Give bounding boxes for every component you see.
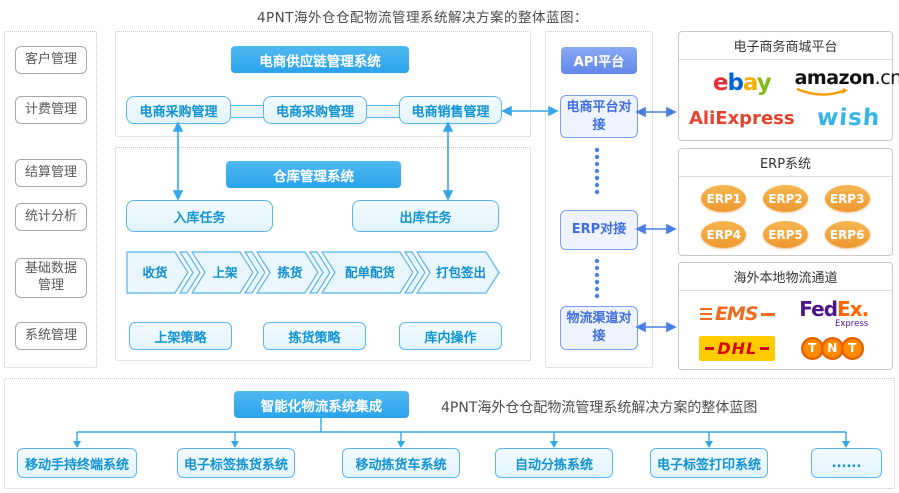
erp-node-4: ERP4 xyxy=(701,221,747,248)
sidebar-group: 客户管理 计费管理 结算管理 统计分析 基础数据管理 系统管理 xyxy=(4,31,97,368)
dhl-logo: DHL xyxy=(699,335,776,361)
amazon-smile-icon xyxy=(796,88,848,96)
wms-flow-chevrons: 收货 上架 拣货 配单配货 打包签出 xyxy=(126,251,500,294)
sidebar-item-settlement-mgmt: 结算管理 xyxy=(15,159,87,187)
sidebar-item-base-data-mgmt: 基础数据管理 xyxy=(15,258,87,298)
api-node-erp: ERP对接 xyxy=(560,210,638,250)
ecommerce-panel: 电子商务商城平台 ebay amazon.cn AliExpress wish xyxy=(678,31,899,141)
logistics-panel-title: 海外本地物流通道 xyxy=(679,263,892,291)
erp-node-6: ERP6 xyxy=(824,221,870,248)
erp-grid: ERP1 ERP2 ERP3 ERP4 ERP5 ERP6 xyxy=(679,177,892,253)
erp-node-2: ERP2 xyxy=(762,185,808,212)
wms-header: 仓库管理系统 xyxy=(226,161,401,188)
fedex-fed: Fed xyxy=(799,297,838,322)
system-mobile-handheld: 移动手持终端系统 xyxy=(17,448,137,478)
ebay-letter: a xyxy=(742,70,758,96)
system-auto-sorting: 自动分拣系统 xyxy=(495,448,613,478)
ecommerce-logo-grid: ebay amazon.cn AliExpress wish xyxy=(679,60,899,138)
scm-module-purchase-2: 电商采购管理 xyxy=(263,96,367,124)
page-title: 4PNT海外仓仓配物流管理系统解决方案的整体蓝图： xyxy=(256,10,589,26)
system-etag-printing: 电子标签打印系统 xyxy=(650,448,768,478)
api-platform-header: API平台 xyxy=(561,47,637,74)
scm-header: 电商供应链管理系统 xyxy=(231,46,409,73)
ebay-logo: ebay xyxy=(712,70,772,96)
dhl-dash-icon xyxy=(705,346,715,350)
erp-panel-title: ERP系统 xyxy=(679,149,892,177)
sidebar-item-statistics: 统计分析 xyxy=(15,203,87,231)
ebay-letter: e xyxy=(712,70,729,96)
fedex-logo: FedEx. Express xyxy=(799,297,869,330)
flow-step-receive: 收货 xyxy=(142,265,168,280)
integration-header: 智能化物流系统集成 xyxy=(234,391,409,418)
wms-warehouse-operations: 库内操作 xyxy=(399,322,502,350)
aliexpress-logo: AliExpress xyxy=(689,107,795,129)
erp-node-5: ERP5 xyxy=(762,221,808,248)
sidebar-item-customer-mgmt: 客户管理 xyxy=(15,46,87,74)
fedex-express-label: Express xyxy=(835,319,869,330)
integration-group: 智能化物流系统集成 4PNT海外仓仓配物流管理系统解决方案的整体蓝图 移动手持终… xyxy=(4,378,895,489)
system-etag-picking: 电子标签拣货系统 xyxy=(177,448,295,478)
dhl-wordmark: DHL xyxy=(717,338,758,358)
amazon-wordmark: amazon xyxy=(794,67,876,89)
erp-panel: ERP系统 ERP1 ERP2 ERP3 ERP4 ERP5 ERP6 xyxy=(678,148,893,256)
scm-module-purchase-1: 电商采购管理 xyxy=(126,96,231,124)
system-more-ellipsis: ...... xyxy=(811,448,882,478)
integration-caption: 4PNT海外仓仓配物流管理系统解决方案的整体蓝图 xyxy=(441,400,758,416)
wms-strategy-picking: 拣货策略 xyxy=(263,322,366,350)
wms-inbound-task: 入库任务 xyxy=(126,200,273,232)
ems-stripes-icon xyxy=(699,308,712,321)
flow-step-pack: 打包签出 xyxy=(436,265,486,280)
amazon-tld: .cn xyxy=(874,67,899,89)
flow-step-shelve: 上架 xyxy=(212,265,238,280)
ems-wordmark: EMS xyxy=(714,303,759,326)
wish-logo: wish xyxy=(815,105,881,131)
amazon-logo: amazon.cn xyxy=(795,69,899,97)
api-node-logistics-channel: 物流渠道对接 xyxy=(560,306,638,350)
ems-dash-icon xyxy=(760,312,775,316)
sidebar-item-system-mgmt: 系统管理 xyxy=(15,322,87,350)
tnt-circle: T xyxy=(800,336,824,360)
scm-group: 电商供应链管理系统 电商采购管理 电商采购管理 电商销售管理 xyxy=(115,31,531,137)
ecommerce-panel-title: 电子商务商城平台 xyxy=(679,32,892,60)
erp-node-3: ERP3 xyxy=(824,185,870,212)
flow-step-pick: 拣货 xyxy=(277,265,303,280)
wms-strategy-shelving: 上架策略 xyxy=(129,322,232,350)
api-group: API平台 电商平台对接 ERP对接 物流渠道对接 xyxy=(545,31,653,368)
dhl-dash-icon xyxy=(760,346,770,350)
sidebar-item-billing-mgmt: 计费管理 xyxy=(15,96,87,124)
tnt-circle: N xyxy=(820,336,844,360)
ebay-letter: y xyxy=(756,70,772,96)
system-mobile-picking-cart: 移动拣货车系统 xyxy=(342,448,460,478)
ems-logo: EMS xyxy=(699,303,775,326)
flow-step-allocate: 配单配货 xyxy=(345,265,396,280)
wms-outbound-task: 出库任务 xyxy=(352,200,499,232)
ebay-letter: b xyxy=(727,70,744,96)
api-node-ecommerce-platform: 电商平台对接 xyxy=(560,95,638,138)
scm-module-sales: 电商销售管理 xyxy=(399,96,502,124)
erp-node-1: ERP1 xyxy=(701,185,747,212)
fedex-ex: Ex. xyxy=(837,297,869,322)
wms-group: 仓库管理系统 入库任务 出库任务 收货 上架 拣货 配单配货 打包签出 上架策略… xyxy=(115,147,531,361)
tnt-circle: T xyxy=(840,336,864,360)
